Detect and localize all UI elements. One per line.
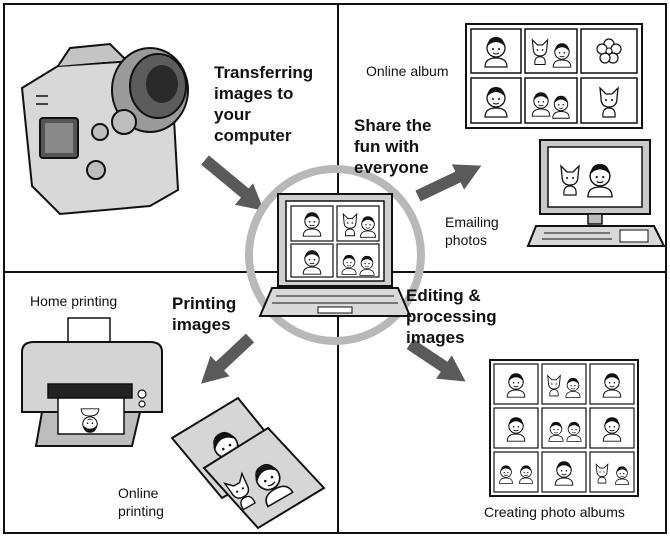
laptop-icon [245,165,425,345]
arrow-icon [415,153,488,202]
label-printing-images: Printing images [172,294,237,334]
label-transferring: Transferring images to your computer [214,63,314,145]
label-creating-albums: Creating photo albums [484,504,625,520]
camera-icon [20,42,189,216]
label-editing: Editing & processing images [406,286,497,347]
label-emailing: Emailing photos [445,214,499,248]
label-online-album: Online album [366,63,449,79]
photo-album-icon [489,359,639,497]
arrow-icon [201,155,273,222]
outer-frame [3,3,667,534]
online-album-icon [465,23,643,129]
arrow-icon [191,333,255,394]
printer-icon [21,317,163,447]
label-share: Share the fun with everyone [354,116,432,177]
label-home-printing: Home printing [30,293,118,309]
desktop-computer-icon [526,139,666,247]
label-online-printing: Online printing [118,485,164,519]
photo-print-icon [170,396,326,530]
arrow-icon [406,339,474,394]
